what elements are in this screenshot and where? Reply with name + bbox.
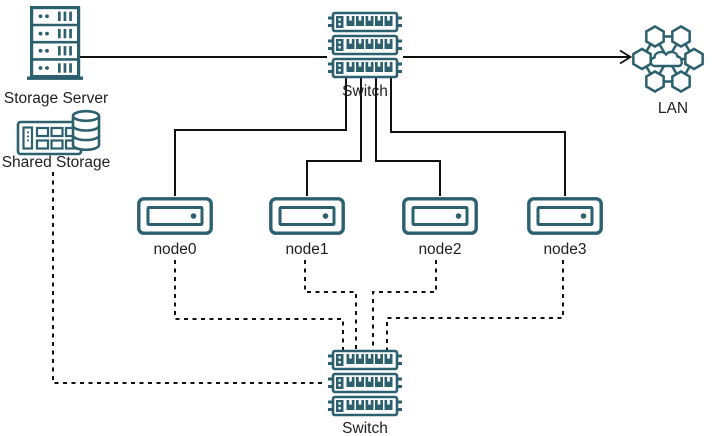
switch-top-label: Switch	[342, 83, 388, 100]
edge-node1-to-bottom-switch	[304, 260, 357, 351]
arrowhead-to-lan	[619, 49, 633, 65]
cloud-icon	[649, 50, 683, 68]
edge-node2-to-bottom-switch	[372, 260, 437, 351]
network-switch-icon-top	[328, 13, 402, 77]
dashed-edges	[52, 172, 564, 384]
database-cylinder-icon	[71, 109, 101, 152]
edge-node0-to-bottom-switch	[174, 260, 344, 351]
compute-node-icon-1	[269, 197, 345, 235]
shared-storage-disks-icon	[16, 109, 101, 156]
server-tower-icon	[27, 6, 83, 80]
edge-shared-storage-to-bottom-switch	[52, 172, 326, 384]
solid-edges	[80, 49, 633, 196]
network-switch-icon-bottom	[328, 351, 402, 415]
compute-node-icon-2	[402, 197, 478, 235]
lan-label: LAN	[658, 100, 688, 117]
node1-label: node1	[285, 241, 328, 258]
edge-switch-to-node2	[375, 78, 441, 196]
storage-server-label: Storage Server	[4, 90, 108, 107]
edge-switch-to-node3	[390, 78, 566, 196]
edge-switch-to-node0	[174, 78, 347, 196]
compute-node-icon-3	[527, 197, 603, 235]
node2-label: node2	[418, 241, 461, 258]
node0-label: node0	[153, 241, 196, 258]
edge-switch-to-node1	[306, 78, 362, 196]
lan-cloud-network-icon	[632, 25, 704, 93]
shared-storage-label: Shared Storage	[2, 154, 111, 171]
edge-node3-to-bottom-switch	[386, 260, 564, 351]
switch-bottom-label: Switch	[342, 420, 388, 436]
node3-label: node3	[543, 241, 586, 258]
compute-node-icon-0	[137, 197, 213, 235]
